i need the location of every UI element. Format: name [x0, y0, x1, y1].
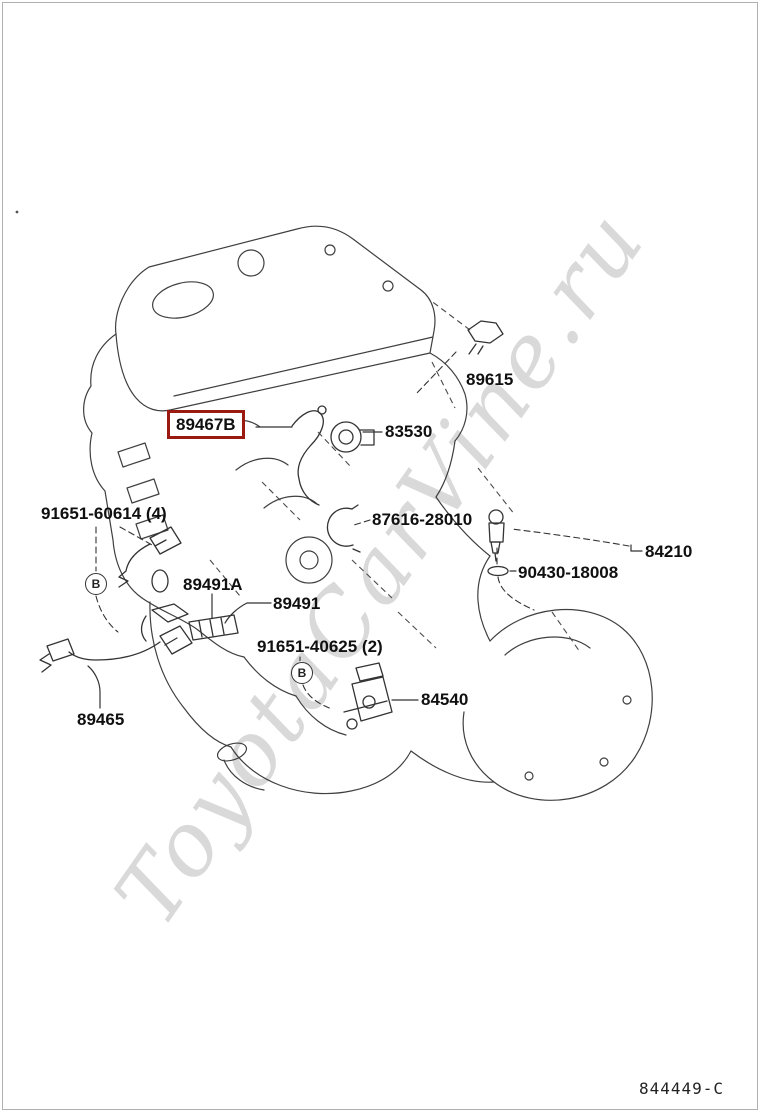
diagram-code: 844449-C — [638, 1079, 724, 1098]
part-label-89465: 89465 — [77, 710, 125, 729]
marker-b1: B — [85, 573, 107, 595]
part-label-90430-18008: 90430-18008 — [518, 563, 619, 582]
part-label-91651-40625: 91651-40625 (2) — [257, 637, 383, 656]
part-label-87616-28010: 87616-28010 — [372, 510, 473, 529]
part-label-89491: 89491 — [273, 594, 321, 613]
part-label-83530: 83530 — [385, 422, 433, 441]
part-label-84540: 84540 — [421, 690, 469, 709]
marker-b2: B — [291, 662, 313, 684]
part-label-89467b: 89467B — [167, 410, 245, 439]
part-label-89491a: 89491A — [183, 575, 243, 594]
part-label-84210: 84210 — [645, 542, 693, 561]
part-label-91651-60614: 91651-60614 (4) — [41, 504, 167, 523]
part-label-89615: 89615 — [466, 370, 514, 389]
